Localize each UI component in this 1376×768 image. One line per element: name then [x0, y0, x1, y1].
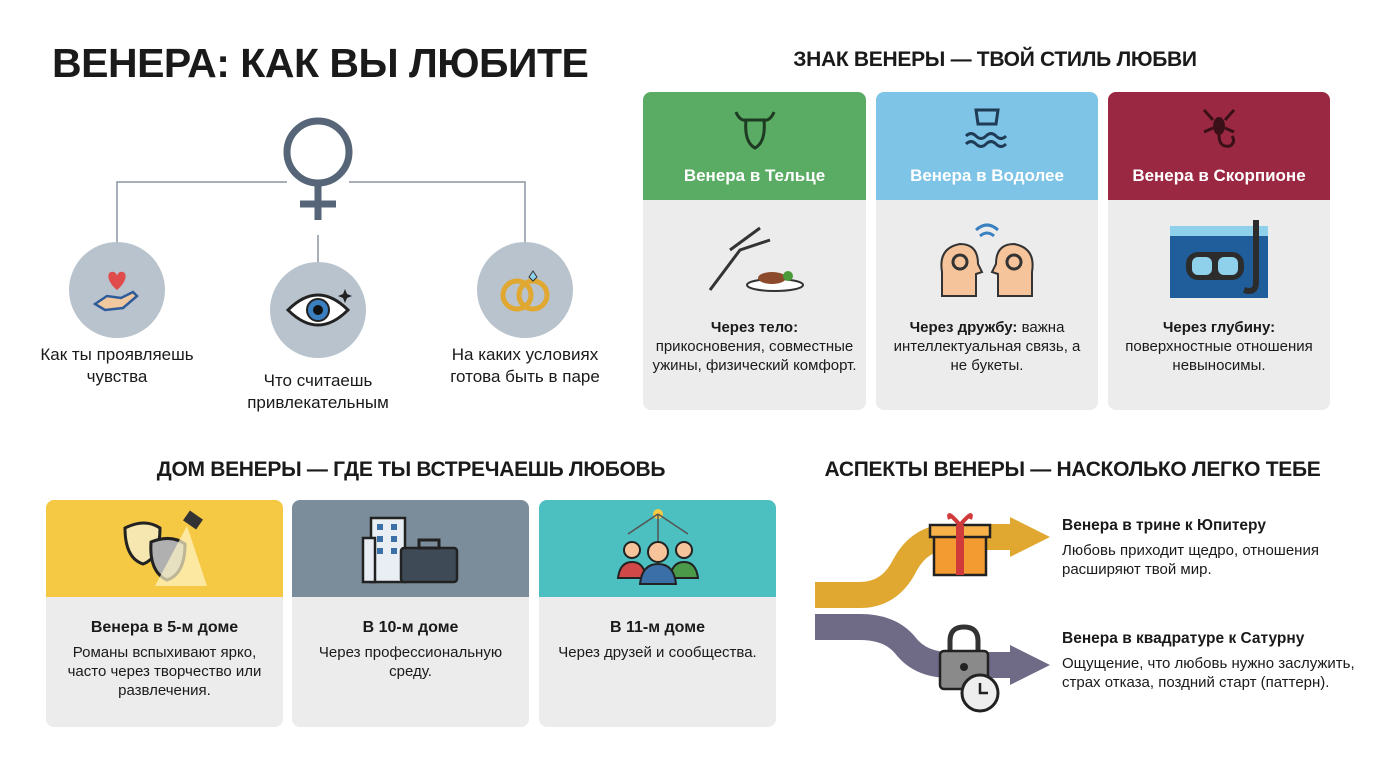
aspect-text: Ощущение, что любовь нужно заслужить, ст…	[1062, 655, 1355, 691]
sign-card-taurus: Венера в Тельце Через тело: прикосновения…	[643, 92, 866, 410]
aspect-text: Любовь приходит щедро, отношения расширя…	[1062, 542, 1319, 578]
card-title: Венера в Водолее	[910, 166, 1064, 185]
sign-card-aquarius: Венера в Водолее Через дружбу: важна инт…	[876, 92, 1098, 410]
connector-lines	[116, 181, 526, 262]
people-network-icon	[539, 506, 776, 586]
building-briefcase-icon	[292, 514, 529, 586]
card-text: Романы вспыхивают ярко, часто через твор…	[67, 644, 262, 699]
card-text: Через друзей и сообщества.	[558, 644, 757, 661]
card-text: важна интеллектуальная связь, а не букет…	[893, 319, 1081, 374]
aspect-arrows	[815, 513, 1050, 713]
aquarius-water-icon	[876, 102, 1098, 152]
intro-label: Что считаешь привлекательным	[247, 371, 389, 412]
houses-heading: ДОМ ВЕНЕРЫ — ГДЕ ТЫ ВСТРЕЧАЕШЬ ЛЮБОВЬ	[156, 458, 666, 481]
card-lead: Через дружбу:	[909, 319, 1018, 336]
card-text: прикосновения, совместные ужины, физичес…	[652, 338, 857, 374]
card-lead: Через тело:	[710, 319, 799, 336]
intro-label: Как ты проявляешь чувства	[40, 345, 194, 386]
card-title: Венера в 5-м доме	[90, 619, 239, 636]
aspect-trine-jupiter: Венера в трине к Юпитеру Любовь приходит…	[1062, 517, 1362, 579]
square-arrow	[815, 614, 1015, 678]
hands-dinner-icon	[643, 220, 866, 300]
intro-label: На каких условиях готова быть в паре	[450, 345, 600, 386]
rings-icon	[477, 242, 573, 338]
aspects-heading: АСПЕКТЫ ВЕНЕРЫ — НАСКОЛЬКО ЛЕГКО ТЕБЕ	[824, 458, 1321, 481]
snorkel-mask-icon	[1108, 216, 1330, 302]
aspect-square-saturn: Венера в квадратуре к Сатурну Ощущение, …	[1062, 630, 1362, 692]
sign-card-scorpio: Венера в Скорпионе Через глубину: поверхн…	[1108, 92, 1330, 410]
card-title: В 11-м доме	[610, 619, 705, 636]
venus-tree-diagram	[116, 117, 526, 262]
venus-symbol-icon	[283, 117, 353, 220]
theater-masks-spotlight-icon	[46, 508, 283, 590]
aspect-title: Венера в трине к Юпитеру	[1062, 517, 1266, 534]
card-title: Венера в Тельце	[683, 166, 826, 185]
heart-hand-icon	[69, 242, 165, 338]
lock-clock-icon	[938, 624, 1000, 713]
aspect-title: Венера в квадратуре к Сатурну	[1062, 630, 1305, 647]
card-title: В 10-м доме	[362, 619, 459, 636]
scorpion-icon	[1108, 102, 1330, 152]
gift-icon	[928, 513, 992, 577]
card-lead: Через глубину:	[1162, 319, 1276, 336]
card-text: Через профессиональную среду.	[318, 644, 503, 680]
signs-heading: ЗНАК ВЕНЕРЫ — ТВОЙ СТИЛЬ ЛЮБВИ	[793, 48, 1197, 71]
card-text: поверхностные отношения невыносимы.	[1125, 338, 1313, 374]
heads-gears-icon	[876, 212, 1098, 302]
eye-icon	[270, 262, 366, 358]
page-title: ВЕНЕРА: КАК ВЫ ЛЮБИТЕ	[52, 40, 589, 86]
taurus-bull-icon	[643, 102, 866, 152]
card-title: Венера в Скорпионе	[1132, 166, 1306, 185]
